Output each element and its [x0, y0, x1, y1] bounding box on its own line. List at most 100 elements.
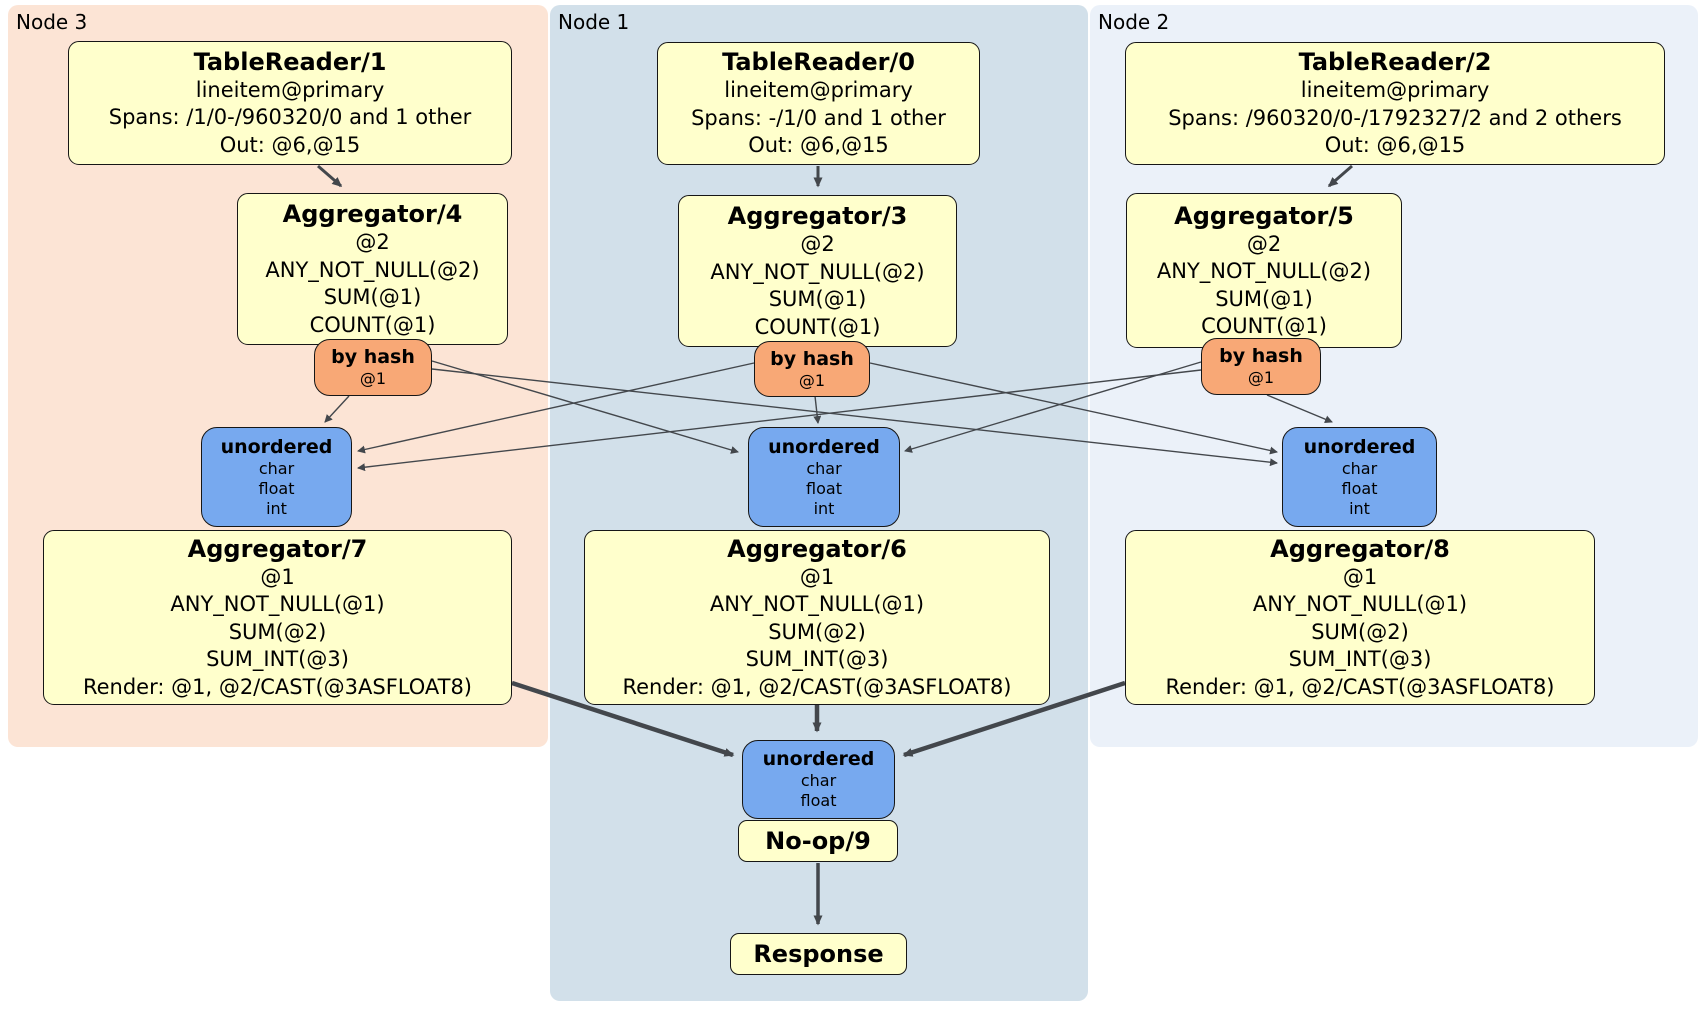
- aggregator-5-node: Aggregator/5 @2 ANY_NOT_NULL(@2) SUM(@1)…: [1126, 193, 1402, 348]
- edge-hash3-unordered3: [324, 395, 350, 423]
- node-line: Out: @6,@15: [219, 132, 361, 157]
- edge-tablereader2-aggregator5: [1327, 164, 1353, 188]
- edge-hash2-unordered3: [357, 369, 1202, 472]
- node-line: SUM_INT(@3): [1288, 647, 1432, 672]
- node-line: SUM(@2): [228, 619, 327, 644]
- node-line: Out: @6,@15: [1324, 133, 1466, 158]
- sync-line: float: [1341, 478, 1378, 498]
- node-line: ANY_NOT_NULL(@2): [265, 257, 480, 282]
- hash-router-node1: by hash @1: [754, 341, 870, 397]
- edge-hash1-unordered1: [813, 395, 822, 424]
- node-line: SUM(@2): [768, 619, 866, 644]
- node-line: COUNT(@1): [1201, 314, 1327, 338]
- edge-aggregator8-unordered-final: [902, 680, 1126, 758]
- node-line: SUM(@2): [1311, 619, 1409, 644]
- edge-tablereader1-aggregator4: [317, 164, 343, 188]
- aggregator-4-node: Aggregator/4 @2 ANY_NOT_NULL(@2) SUM(@1)…: [237, 193, 508, 345]
- node-line: Out: @6,@15: [748, 133, 889, 158]
- edge-hash1-unordered2: [869, 362, 1278, 455]
- edge-hash2-unordered2: [1266, 394, 1333, 424]
- sync-title: unordered: [220, 435, 333, 458]
- edge-aggregator7-unordered-final: [511, 680, 735, 758]
- router-line: @1: [359, 369, 387, 388]
- node-line: @2: [355, 230, 390, 254]
- node-line: @2: [1246, 231, 1282, 256]
- node-title: Aggregator/7: [187, 534, 368, 563]
- tablereader-0-node: TableReader/0 lineitem@primary Spans: -/…: [657, 42, 980, 165]
- unordered-sync-node2: unordered char float int: [1282, 427, 1437, 527]
- router-title: by hash: [1219, 345, 1303, 367]
- node-line: SUM(@1): [323, 285, 422, 309]
- aggregator-7-node: Aggregator/7 @1 ANY_NOT_NULL(@1) SUM(@2)…: [43, 530, 512, 705]
- node-line: Spans: -/1/0 and 1 other: [691, 105, 946, 130]
- edge-hash3-unordered1: [431, 360, 739, 454]
- sync-line: int: [266, 498, 287, 518]
- node-title: Aggregator/5: [1174, 201, 1354, 230]
- node3-label: Node 3: [16, 10, 88, 34]
- edge-hash3-unordered2: [431, 368, 1278, 467]
- sync-line: char: [806, 458, 842, 478]
- hash-router-node2: by hash @1: [1201, 338, 1321, 395]
- node-line: Render: @1, @2/CAST(@3ASFLOAT8): [82, 674, 473, 699]
- sync-line: float: [258, 478, 295, 498]
- router-title: by hash: [331, 346, 415, 368]
- node-line: SUM(@1): [1215, 286, 1313, 311]
- node-line: @1: [260, 564, 295, 589]
- node-line: Render: @1, @2/CAST(@3ASFLOAT8): [1165, 674, 1555, 699]
- node-line: lineitem@primary: [724, 78, 913, 103]
- router-title: by hash: [770, 347, 854, 370]
- node-line: @1: [799, 564, 835, 589]
- node-line: SUM_INT(@3): [745, 647, 889, 672]
- sync-line: int: [813, 498, 835, 518]
- router-line: @1: [798, 370, 826, 390]
- node-line: ANY_NOT_NULL(@1): [709, 592, 925, 617]
- noop-node: No-op/9: [738, 820, 898, 862]
- aggregator-8-node: Aggregator/8 @1 ANY_NOT_NULL(@1) SUM(@2)…: [1125, 530, 1595, 705]
- unordered-sync-final: unordered char float: [742, 740, 895, 819]
- node-line: COUNT(@1): [309, 312, 436, 337]
- tablereader-1-node: TableReader/1 lineitem@primary Spans: /1…: [68, 41, 512, 165]
- node-line: SUM(@1): [768, 287, 867, 311]
- node-title: Aggregator/8: [1270, 534, 1450, 563]
- node1-label: Node 1: [558, 10, 630, 34]
- tablereader-2-node: TableReader/2 lineitem@primary Spans: /9…: [1125, 42, 1665, 165]
- aggregator-3-node: Aggregator/3 @2 ANY_NOT_NULL(@2) SUM(@1)…: [678, 195, 957, 347]
- sync-line: char: [800, 771, 837, 790]
- aggregator-6-node: Aggregator/6 @1 ANY_NOT_NULL(@1) SUM(@2)…: [584, 530, 1050, 705]
- node-title: TableReader/2: [1298, 48, 1492, 77]
- unordered-sync-node3: unordered char float int: [201, 427, 352, 527]
- node-line: COUNT(@1): [754, 314, 881, 339]
- node-line: lineitem@primary: [1300, 78, 1490, 103]
- node-title: Response: [753, 940, 884, 968]
- edge-hash2-unordered1: [904, 361, 1202, 453]
- node-title: TableReader/1: [193, 47, 387, 76]
- sync-line: char: [1341, 458, 1378, 478]
- node-line: @1: [1342, 564, 1378, 589]
- node-line: ANY_NOT_NULL(@1): [170, 592, 385, 617]
- node-line: ANY_NOT_NULL(@2): [1156, 259, 1372, 283]
- sync-line: char: [258, 458, 295, 478]
- sync-title: unordered: [1303, 435, 1416, 458]
- node-title: TableReader/0: [722, 48, 915, 77]
- node-line: Spans: /1/0-/960320/0 and 1 other: [108, 105, 472, 130]
- sync-title: unordered: [762, 748, 875, 770]
- node-title: Aggregator/3: [727, 202, 908, 230]
- sync-title: unordered: [768, 435, 880, 458]
- node-line: SUM_INT(@3): [206, 647, 349, 672]
- sync-line: float: [800, 791, 837, 810]
- router-line: @1: [1247, 368, 1275, 387]
- unordered-sync-node1: unordered char float int: [748, 427, 900, 527]
- node-line: ANY_NOT_NULL(@1): [1252, 592, 1468, 617]
- node-line: lineitem@primary: [195, 77, 385, 102]
- node-title: No-op/9: [765, 827, 871, 855]
- edge-hash1-unordered3: [357, 362, 755, 454]
- node2-label: Node 2: [1098, 10, 1170, 34]
- node-line: @2: [800, 232, 835, 256]
- response-node: Response: [730, 933, 907, 975]
- node-line: ANY_NOT_NULL(@2): [710, 259, 925, 284]
- node-line: Spans: /960320/0-/1792327/2 and 2 others: [1168, 105, 1622, 130]
- node-title: Aggregator/6: [727, 534, 907, 563]
- node-line: Render: @1, @2/CAST(@3ASFLOAT8): [622, 674, 1012, 699]
